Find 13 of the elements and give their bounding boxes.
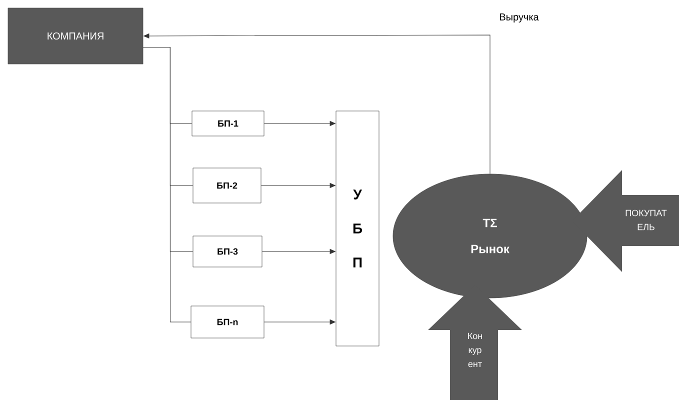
- arrow: [264, 320, 336, 324]
- node-label: Кон кур ент: [468, 332, 482, 368]
- arrow: [262, 249, 336, 254]
- arrow: [144, 34, 490, 174]
- process-box: БП-3: [192, 236, 262, 268]
- unit-box: У Б П: [336, 110, 380, 346]
- arrow: [264, 121, 336, 126]
- process-box: БП-2: [192, 168, 262, 204]
- company-box: КОМПАНИЯ: [8, 8, 144, 64]
- process-box: БП-1: [192, 110, 264, 136]
- process-box: БП-n: [190, 306, 264, 338]
- edge-label: Выручка: [498, 12, 540, 24]
- arrow: [260, 183, 336, 188]
